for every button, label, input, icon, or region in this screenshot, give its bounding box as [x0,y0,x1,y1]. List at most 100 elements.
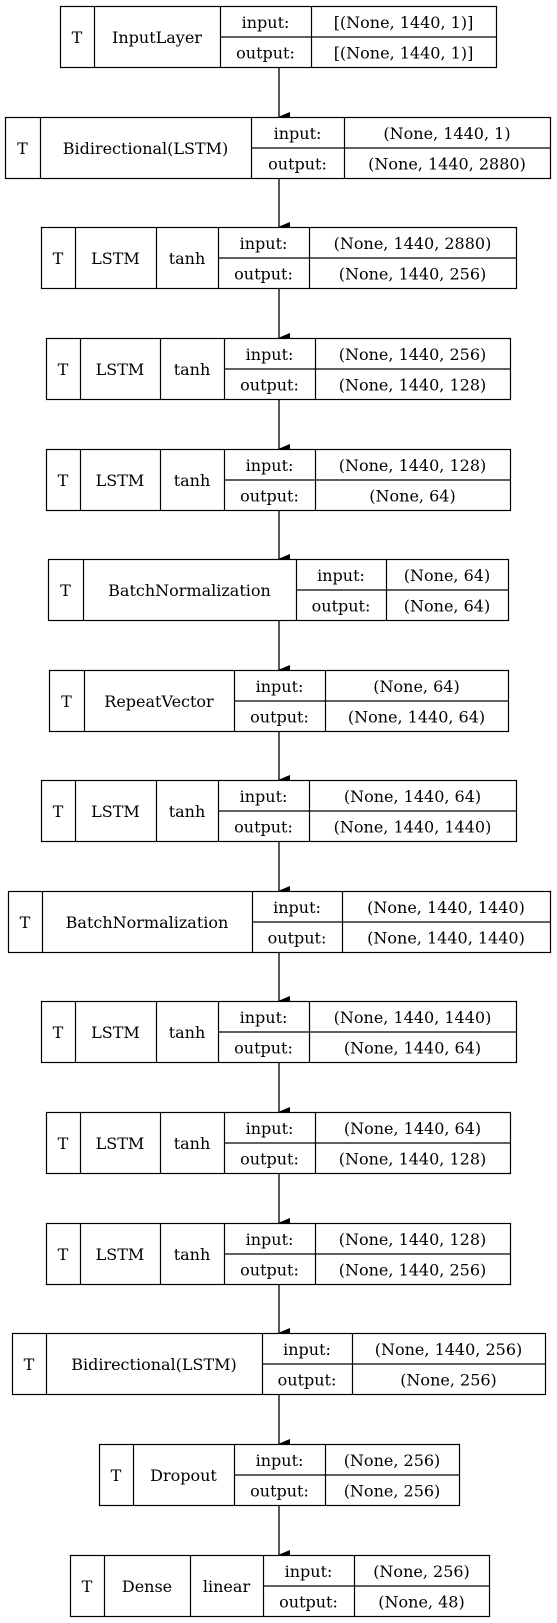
trainable-flag: T [53,249,64,268]
input-shape: (None, 1440, 64) [344,787,481,806]
output-label: output: [240,375,299,394]
output-label: output: [268,928,327,947]
output-shape: (None, 256) [344,1481,441,1500]
output-shape: (None, 1440, 64) [344,1038,481,1057]
input-shape: (None, 1440, 256) [339,345,487,364]
layer-name: BatchNormalization [108,581,271,600]
output-shape: (None, 1440, 1440) [367,928,525,947]
trainable-flag: T [17,139,28,158]
layer-node: T RepeatVector input: output: (None, 64) (Non… [48,669,510,733]
layer-activation: tanh [174,1245,211,1264]
layer-node: T LSTM tanh input: output: (None, 1440, 128) (… [45,1222,512,1286]
input-shape: (None, 1440, 1440) [367,898,525,917]
output-label: output: [278,1370,337,1389]
output-shape: (None, 64) [404,596,490,615]
input-label: input: [274,124,322,143]
input-shape: (None, 1440, 128) [339,456,487,475]
input-label: input: [246,456,294,475]
layer-node: T Dropout input: output: (None, 256) (None, 2… [98,1443,461,1507]
layer-activation: tanh [169,249,206,268]
layer-name: LSTM [91,1023,140,1042]
layer-name: Dense [122,1577,172,1596]
input-shape: (None, 64) [373,677,459,696]
layer-name: LSTM [91,802,140,821]
layer-activation: tanh [169,1023,206,1042]
layer-name: Dropout [150,1466,217,1485]
input-label: input: [246,1119,294,1138]
output-label: output: [250,707,309,726]
input-label: input: [285,1562,333,1581]
layer-name: Bidirectional(LSTM) [71,1355,237,1374]
trainable-flag: T [60,581,71,600]
output-shape: (None, 1440, 128) [339,375,487,394]
input-label: input: [256,1451,304,1470]
trainable-flag: T [20,913,31,932]
input-shape: (None, 256) [344,1451,441,1470]
layer-node: T LSTM tanh input: output: (None, 1440, 1440)… [40,1000,518,1064]
output-shape: (None, 1440, 256) [339,264,487,283]
trainable-flag: T [53,802,64,821]
layer-activation: linear [203,1577,251,1596]
trainable-flag: T [111,1466,122,1485]
input-shape: (None, 1440, 1) [383,124,510,143]
layer-name: LSTM [96,1134,145,1153]
trainable-flag: T [58,1245,69,1264]
input-shape: (None, 1440, 256) [375,1340,523,1359]
output-shape: (None, 48) [378,1592,464,1611]
output-label: output: [250,1481,309,1500]
layer-name: Bidirectional(LSTM) [63,139,229,158]
trainable-flag: T [61,692,72,711]
layer-node: T BatchNormalization input: output: (None, 6… [47,558,510,622]
layer-name: LSTM [96,1245,145,1264]
input-label: input: [242,13,290,32]
input-label: input: [273,898,321,917]
output-shape: (None, 1440, 2880) [368,154,526,173]
input-label: input: [240,1008,288,1027]
trainable-flag: T [58,360,69,379]
output-label: output: [279,1592,338,1611]
output-label: output: [240,486,299,505]
layer-activation: tanh [169,802,206,821]
layer-name: RepeatVector [104,692,214,711]
input-shape: (None, 1440, 128) [339,1230,487,1249]
output-shape: [(None, 1440, 1)] [334,43,474,62]
output-label: output: [234,1038,293,1057]
input-label: input: [283,1340,331,1359]
input-shape: (None, 1440, 1440) [334,1008,492,1027]
layer-node: T Bidirectional(LSTM) input: output: (None, … [11,1332,547,1396]
input-label: input: [256,677,304,696]
output-shape: (None, 1440, 64) [348,707,485,726]
input-label: input: [317,566,365,585]
layer-name: BatchNormalization [66,913,229,932]
output-shape: (None, 1440, 256) [339,1260,487,1279]
input-label: input: [246,1230,294,1249]
layer-name: LSTM [91,249,140,268]
output-label: output: [240,1260,299,1279]
layer-name: LSTM [96,360,145,379]
output-label: output: [240,1149,299,1168]
output-shape: (None, 1440, 1440) [334,817,492,836]
trainable-flag: T [72,28,83,47]
trainable-flag: T [24,1355,35,1374]
output-shape: (None, 1440, 128) [339,1149,487,1168]
layer-activation: tanh [174,1134,211,1153]
layer-nodes: T InputLayer input: output: [(None, 1440, 1)… [4,5,552,1618]
layer-node: T BatchNormalization input: output: (None, 1… [7,890,552,954]
layer-name: InputLayer [112,28,202,47]
input-label: input: [240,234,288,253]
trainable-flag: T [58,471,69,490]
output-shape: (None, 256) [400,1370,497,1389]
output-label: output: [268,154,327,173]
layer-activation: tanh [174,471,211,490]
input-shape: (None, 64) [404,566,490,585]
output-label: output: [312,596,371,615]
trainable-flag: T [53,1023,64,1042]
output-label: output: [234,817,293,836]
layer-activation: tanh [174,360,211,379]
